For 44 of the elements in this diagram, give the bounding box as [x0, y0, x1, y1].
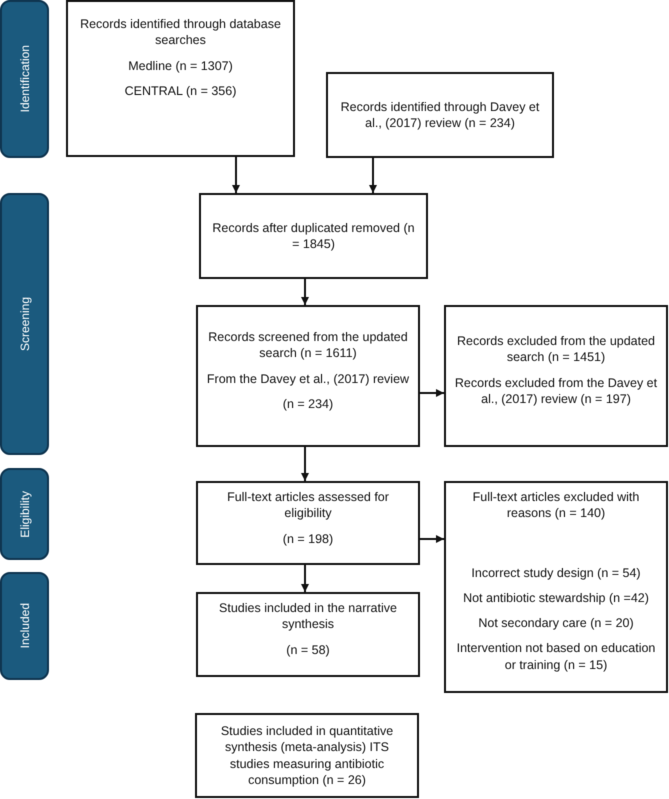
box-text: Records identified through Davey et al., (2017) review (n = 234)	[340, 98, 540, 132]
box-text: Full-text articles assessed for eligibility	[226, 489, 390, 522]
process-box	[66, 0, 295, 157]
process-box	[196, 481, 420, 565]
process-box	[196, 305, 420, 447]
arrow	[420, 535, 444, 543]
box-text: Studies included in quantitative synthesis (meta-analysis) ITS studies measuring antibiotic consumption (n = 26)	[220, 723, 394, 788]
arrow	[301, 447, 309, 481]
box-text: From the Davey et al., (2017) review	[206, 370, 410, 387]
box-text: Not secondary care (n = 20)	[478, 615, 634, 632]
stage-label: Eligibility	[18, 490, 32, 538]
box-text: Studies included in the narrative synthesis	[218, 600, 398, 632]
box-text: CENTRAL (n = 356)	[124, 82, 236, 99]
box-text: (n = 234)	[282, 396, 334, 412]
process-box	[444, 481, 668, 693]
process-box	[444, 305, 668, 447]
stage-label: Identification	[18, 45, 32, 113]
box-text: Full-text articles excluded with reasons (n = 140)	[472, 489, 640, 522]
box-text: Records screened from the updated search (n = 1611)	[207, 329, 409, 362]
box-text: Records identified through database searches	[79, 16, 282, 48]
stage-band	[0, 572, 49, 680]
stage-label: Included	[18, 603, 32, 649]
stage-band	[0, 193, 49, 455]
process-box	[196, 592, 420, 677]
process-box	[326, 72, 554, 158]
arrow	[301, 565, 309, 592]
stage-label: Screening	[18, 296, 32, 352]
box-text: (n = 58)	[286, 642, 330, 658]
box-text: Incorrect study design (n = 54)	[471, 564, 641, 581]
box-text: Records excluded from the updated search (n = 1451)	[456, 333, 656, 366]
box-text: Records excluded from the Davey et al., (2017) review (n = 197)	[454, 374, 658, 407]
box-text: Medline (n = 1307)	[128, 58, 233, 74]
box-text: Not antibiotic stewardship (n =42)	[463, 590, 649, 606]
arrow	[369, 158, 377, 193]
arrow	[420, 389, 444, 397]
arrow	[232, 157, 240, 193]
box-text: Intervention not based on education or training (n = 15)	[456, 640, 656, 673]
stage-band	[0, 0, 49, 158]
box-text: Records after duplicated removed (n = 1845)	[211, 220, 416, 252]
arrow	[301, 279, 309, 305]
process-box	[195, 713, 419, 798]
stage-band	[0, 468, 49, 560]
box-text: (n = 198)	[282, 530, 334, 547]
process-box	[199, 193, 428, 279]
